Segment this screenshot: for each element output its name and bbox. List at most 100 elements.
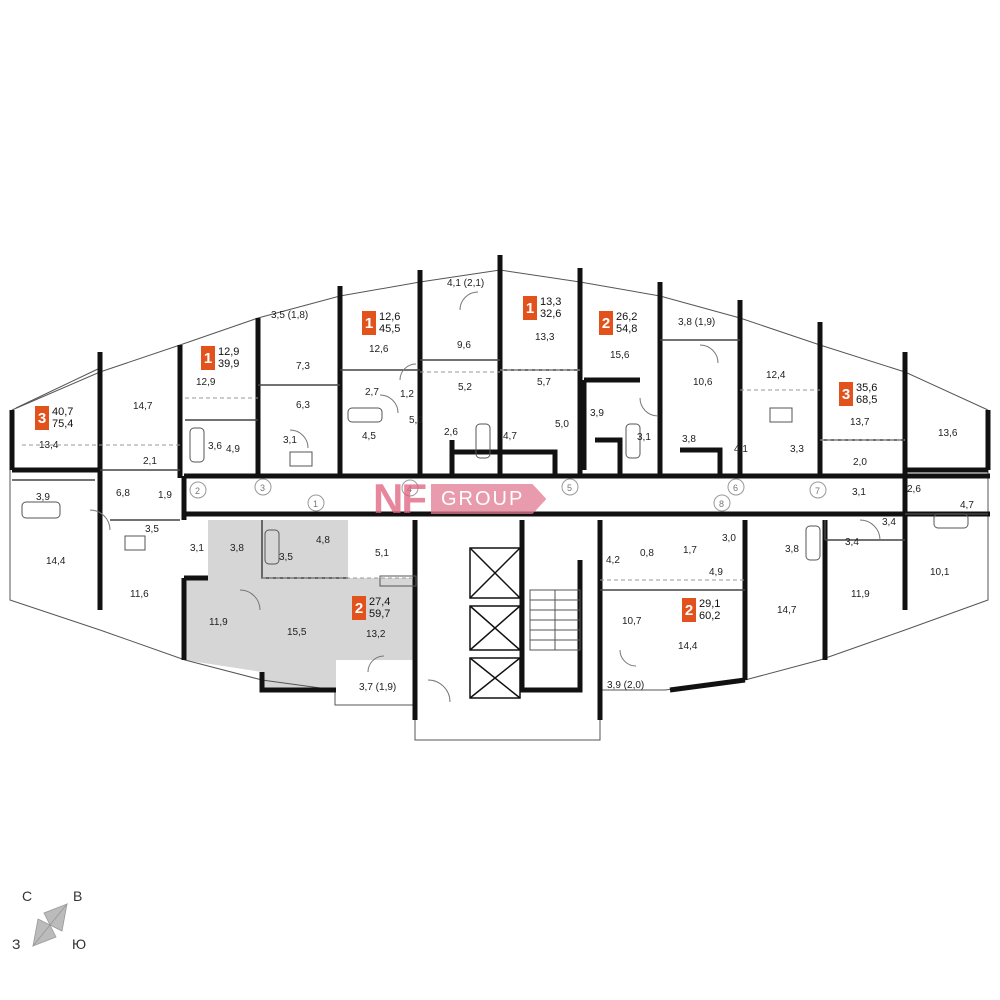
room-area: 3,1 bbox=[637, 432, 651, 443]
room-area: 4,7 bbox=[503, 431, 517, 442]
room-area: 4,9 bbox=[226, 444, 240, 455]
logo-word: GROUP bbox=[431, 484, 547, 514]
walls bbox=[9, 255, 991, 720]
door-number: 6 bbox=[733, 483, 738, 493]
room-area: 4,8 bbox=[316, 535, 330, 546]
room-area: 1,2 bbox=[400, 389, 414, 400]
room-area: 3,8 bbox=[682, 434, 696, 445]
living-area: 13,3 bbox=[540, 296, 562, 308]
compass-north: С bbox=[22, 888, 33, 904]
living-area: 29,1 bbox=[699, 598, 721, 610]
fixtures bbox=[21, 407, 969, 587]
room-area: 3,8 (1,9) bbox=[678, 317, 715, 328]
room-area: 1,9 bbox=[158, 490, 172, 501]
room-area: 2,7 bbox=[365, 387, 379, 398]
room-area: 11,6 bbox=[130, 589, 149, 600]
room-area: 5,7 bbox=[537, 377, 551, 388]
room-area: 11,9 bbox=[209, 617, 228, 628]
room-area: 3,5 bbox=[145, 524, 159, 535]
stair bbox=[529, 589, 581, 651]
room-area: 0,8 bbox=[640, 548, 654, 559]
room-area: 3,4 bbox=[882, 517, 896, 528]
selected-apartment-highlight[interactable] bbox=[184, 520, 415, 690]
room-area: 10,1 bbox=[930, 567, 950, 578]
room-area: 12,4 bbox=[766, 370, 786, 381]
door-number: 7 bbox=[815, 486, 820, 496]
living-area: 26,2 bbox=[616, 311, 638, 323]
room-area: 3,4 bbox=[845, 537, 859, 548]
total-area: 59,7 bbox=[369, 608, 391, 620]
door-number: 8 bbox=[719, 499, 724, 509]
room-area: 4,2 bbox=[606, 555, 620, 566]
total-area: 60,2 bbox=[699, 610, 721, 622]
room-area: 3,6 bbox=[208, 441, 222, 452]
living-area: 40,7 bbox=[52, 406, 74, 418]
compass-icon bbox=[31, 903, 69, 947]
room-area: 14,7 bbox=[777, 605, 797, 616]
room-count: 3 bbox=[839, 382, 853, 406]
door-number: 4 bbox=[407, 484, 412, 494]
room-area: 4,5 bbox=[362, 431, 376, 442]
room-area: 5,0 bbox=[409, 415, 423, 426]
room-area: 13,4 bbox=[39, 440, 59, 451]
living-area: 27,4 bbox=[369, 596, 391, 608]
room-count: 2 bbox=[599, 311, 613, 335]
room-area: 5,1 bbox=[375, 548, 389, 559]
room-count: 2 bbox=[682, 598, 696, 622]
room-area: 2,0 bbox=[853, 457, 867, 468]
room-area: 13,7 bbox=[850, 417, 870, 428]
room-area: 3,1 bbox=[852, 487, 866, 498]
room-count: 2 bbox=[352, 596, 366, 620]
room-area: 4,1 bbox=[734, 444, 748, 455]
room-area: 14,7 bbox=[133, 401, 153, 412]
room-area: 6,3 bbox=[296, 400, 310, 411]
room-area: 3,9 (2,0) bbox=[607, 680, 644, 691]
room-count: 1 bbox=[201, 346, 215, 370]
total-area: 75,4 bbox=[52, 418, 74, 430]
door-number: 1 bbox=[313, 499, 318, 509]
room-area: 15,6 bbox=[610, 350, 630, 361]
living-area: 12,6 bbox=[379, 311, 401, 323]
room-area: 2,1 bbox=[143, 456, 157, 467]
room-area: 5,2 bbox=[458, 382, 472, 393]
total-area: 45,5 bbox=[379, 323, 401, 335]
compass-east: В bbox=[73, 888, 83, 904]
room-area: 6,8 bbox=[116, 488, 130, 499]
room-area: 3,5 (1,8) bbox=[271, 310, 308, 321]
living-area: 12,9 bbox=[218, 346, 240, 358]
room-area: 13,6 bbox=[938, 428, 958, 439]
logo-mark: NF bbox=[373, 475, 427, 522]
brand-logo: NF GROUP bbox=[373, 475, 547, 522]
compass-west: З bbox=[12, 936, 21, 952]
door-number: 3 bbox=[260, 483, 265, 493]
doors bbox=[89, 291, 881, 703]
room-area: 14,4 bbox=[46, 556, 66, 567]
room-area: 15,5 bbox=[287, 627, 307, 638]
room-area: 3,9 bbox=[590, 408, 604, 419]
total-area: 32,6 bbox=[540, 308, 562, 320]
room-area: 2,6 bbox=[907, 484, 921, 495]
room-area: 3,3 bbox=[790, 444, 804, 455]
room-area: 3,1 bbox=[190, 543, 204, 554]
room-area: 10,7 bbox=[622, 616, 642, 627]
door-number: 2 bbox=[195, 486, 200, 496]
room-area: 12,6 bbox=[369, 344, 389, 355]
room-count: 3 bbox=[35, 406, 49, 430]
total-area: 54,8 bbox=[616, 323, 638, 335]
room-area: 3,7 (1,9) bbox=[359, 682, 396, 693]
room-area: 5,0 bbox=[555, 419, 569, 430]
room-area: 3,8 bbox=[230, 543, 244, 554]
room-area: 14,4 bbox=[678, 641, 698, 652]
room-area: 11,9 bbox=[851, 589, 870, 600]
door-markers bbox=[189, 478, 827, 512]
